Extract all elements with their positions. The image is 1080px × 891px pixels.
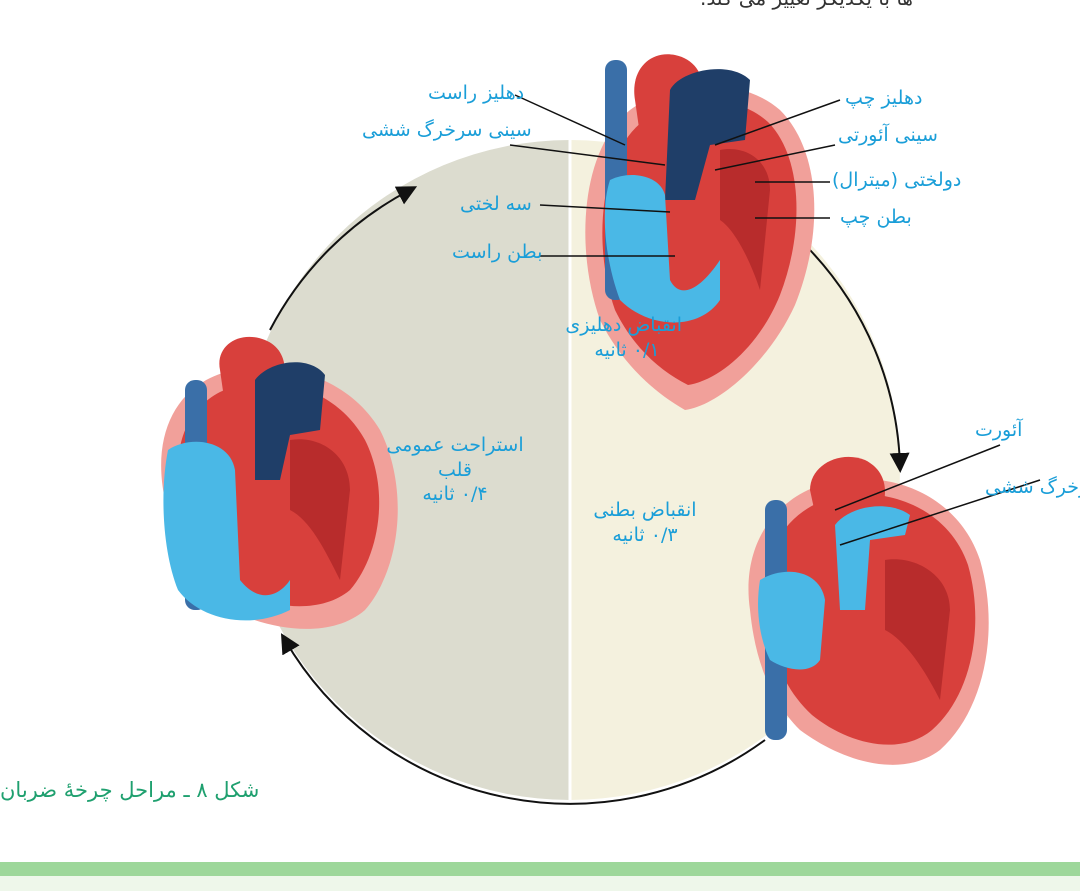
phase-rest-time: ۰/۴ ثانیه: [422, 483, 488, 506]
cycle-arrow-left-upper: [269, 186, 418, 331]
label-right-atrium: دهلیز راست: [428, 82, 525, 104]
phase-ventricular: انقباض بطنی ۰/۳ ثانیه: [590, 498, 700, 547]
label-tricuspid: سه لختی: [460, 193, 532, 215]
phase-ventricular-time: ۰/۳ ثانیه: [612, 523, 678, 546]
phase-rest-name2: قلب: [437, 458, 473, 481]
cycle-arrow-right: [809, 249, 910, 473]
leader-lines-top: [509, 94, 841, 257]
phase-atrial-name: انقباض دهلیزی: [565, 314, 682, 336]
label-pulmonary-artery: سرخرگ ششی: [985, 476, 1080, 498]
label-pulmonary-sinus: سینی سرخرگ ششی: [362, 119, 532, 141]
heart-illustration: [585, 54, 815, 410]
phase-rest-name: استراحت عمومی: [386, 434, 524, 456]
phase-atrial-time: ۰/۱ ثانیه: [594, 338, 660, 361]
phase-ventricular-name: انقباض بطنی: [593, 499, 697, 521]
label-left-atrium: دهلیز چپ: [845, 87, 923, 109]
cycle-arrow-bottom: [280, 633, 766, 805]
phase-atrial: انقباض دهلیزی ۰/۱ ثانیه: [565, 313, 682, 362]
figure-caption: شکل ۸ ـ مراحل چرخهٔ ضربان: [0, 778, 260, 802]
label-left-ventricle: بطن چپ: [840, 206, 912, 228]
label-aortic-sinus: سینی آئورتی: [838, 124, 938, 146]
leader-lines-right: [834, 444, 1041, 546]
label-right-ventricle: بطن راست: [452, 241, 543, 263]
heart-illustration-ventricular: [748, 456, 989, 765]
heart-illustration-rest: [161, 336, 398, 629]
header-fragment: ها با یکدیگر تغییر می کند.: [700, 0, 913, 10]
bottom-band: [0, 862, 1080, 876]
bottom-pale: [0, 876, 1080, 891]
phase-rest: استراحت عمومی قلب ۰/۴ ثانیه: [385, 433, 525, 507]
label-aorta: آئورت: [975, 419, 1023, 441]
label-mitral: دولختی (میترال): [832, 169, 962, 191]
